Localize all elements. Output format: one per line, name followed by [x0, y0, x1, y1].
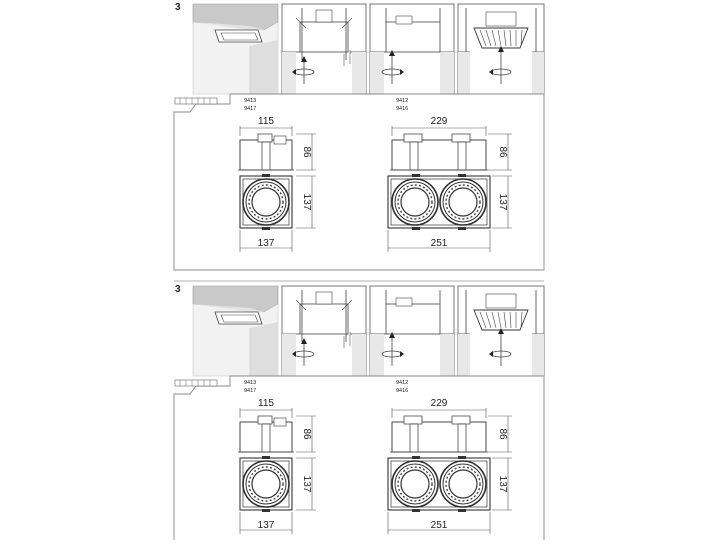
left-model-code: 9413: [244, 98, 256, 104]
install-step-1: [281, 285, 367, 377]
dim-single-width-bottom: 137: [258, 238, 275, 249]
dim-single-width-top: 115: [258, 398, 274, 409]
dim-single-width-top: 115: [258, 116, 274, 127]
dim-single-height-bottom: 137: [301, 476, 312, 493]
right-model-code: 9412: [396, 98, 408, 104]
install-step-2: [369, 3, 455, 95]
left-model-code: 9413: [244, 380, 256, 386]
dim-single-width-bottom: 137: [258, 520, 275, 531]
dim-double-height-top: 86: [497, 428, 508, 440]
dim-double-width-top: 229: [431, 116, 448, 127]
install-step-1: [281, 3, 367, 95]
ceiling-cutout-illustration: [192, 285, 279, 377]
dim-double-height-bottom: 137: [497, 194, 508, 211]
step-number: 3: [175, 2, 181, 13]
dimension-drawings: [174, 376, 544, 540]
dim-double-width-bottom: 251: [431, 520, 448, 531]
dim-single-height-top: 86: [301, 146, 312, 158]
install-step-3: [457, 285, 545, 377]
sheet-1: 3 9413 9417 9412 9416 115 86 137 137 229…: [174, 2, 544, 270]
right-model-code: 9412: [396, 380, 408, 386]
right-model-code: 9416: [396, 388, 408, 394]
dimension-drawings: [174, 94, 544, 270]
step-number: 3: [175, 284, 181, 295]
install-step-3: [457, 3, 545, 95]
dim-single-height-bottom: 137: [301, 194, 312, 211]
sheet-2: 3 9413 9417 9412 9416 115 86 137 137 229…: [174, 284, 544, 540]
left-model-code: 9417: [244, 106, 256, 112]
dim-double-height-top: 86: [497, 146, 508, 158]
dim-single-height-top: 86: [301, 428, 312, 440]
ceiling-cutout-illustration: [192, 3, 279, 95]
dim-double-height-bottom: 137: [497, 476, 508, 493]
install-step-2: [369, 285, 455, 377]
left-model-code: 9417: [244, 388, 256, 394]
right-model-code: 9416: [396, 106, 408, 112]
dim-double-width-bottom: 251: [431, 238, 448, 249]
dim-double-width-top: 229: [431, 398, 448, 409]
